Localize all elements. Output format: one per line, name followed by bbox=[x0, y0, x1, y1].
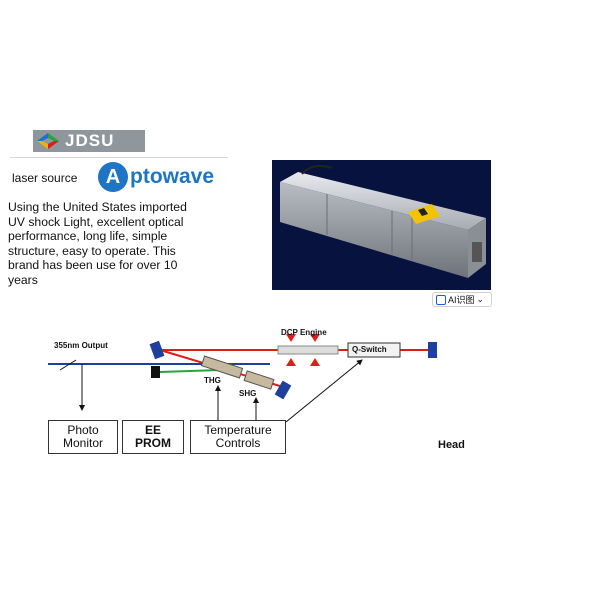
output-label: 355nm Output bbox=[54, 341, 108, 350]
thg-label: THG bbox=[204, 376, 221, 385]
product-description: Using the United States imported UV shoc… bbox=[8, 200, 187, 287]
temperature-controls-line1: Temperature bbox=[204, 423, 272, 437]
temperature-controls-line2: Controls bbox=[215, 436, 261, 450]
dcp-engine-label: DCP Engine bbox=[281, 328, 327, 337]
jdsu-logo-text: JDSU bbox=[65, 131, 115, 150]
aptowave-logo-text: ptowave bbox=[130, 165, 215, 188]
ai-button-label: AI识图 bbox=[448, 295, 475, 305]
laser-head-photo bbox=[272, 160, 491, 290]
ee-prom-line1: EE bbox=[144, 423, 161, 437]
ee-prom-line2: PROM bbox=[135, 436, 171, 450]
jdsu-logo-icon bbox=[33, 130, 63, 152]
scan-icon bbox=[436, 294, 446, 305]
aptowave-logo: A ptowave bbox=[98, 160, 214, 194]
aptowave-logo-mark: A bbox=[98, 162, 128, 192]
photo-monitor-line2: Monitor bbox=[62, 436, 103, 450]
ee-prom-box: EE PROM bbox=[122, 420, 184, 454]
ai-image-recognition-button[interactable]: AI识图 ⌄ bbox=[432, 292, 492, 307]
jdsu-logo: JDSU bbox=[33, 130, 145, 152]
laser-head-diagram: 355nm Output DCP Engine Q-Switch THG SHG… bbox=[40, 320, 510, 460]
chevron-down-icon: ⌄ bbox=[476, 294, 485, 304]
laser-source-label: laser source bbox=[12, 171, 78, 185]
divider bbox=[10, 157, 228, 158]
photo-monitor-line1: Photo bbox=[67, 423, 99, 437]
temperature-controls-box: Temperature Controls bbox=[190, 420, 286, 454]
q-switch-label: Q-Switch bbox=[352, 345, 387, 354]
head-label: Head bbox=[438, 439, 465, 451]
shg-label: SHG bbox=[239, 389, 257, 398]
photo-monitor-box: Photo Monitor bbox=[48, 420, 118, 454]
